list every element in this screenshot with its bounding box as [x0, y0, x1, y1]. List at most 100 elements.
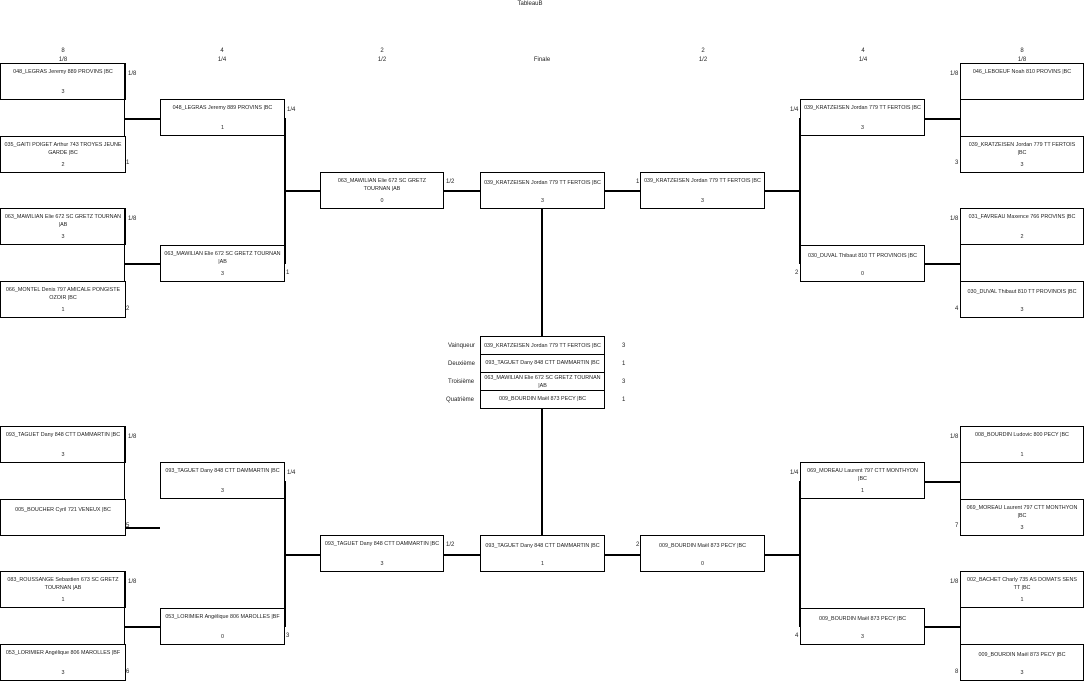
match-slot: 093_TAGUET Dany 848 CTT DAMMARTIN |BC 3	[160, 462, 285, 499]
player-name: 053_LORIMIER Angélique 806 MAROLLES |BF	[165, 614, 280, 620]
score: 2	[61, 162, 65, 168]
score: 1	[61, 597, 65, 603]
round-header-label: Finale	[533, 57, 551, 63]
player-name: 039_KRATZEISEN Jordan 779 TT FERTOIS |BC	[804, 105, 921, 111]
round-label: 1/2	[446, 179, 455, 185]
match-slot: 030_DUVAL Thibaut 810 TT PROVINOIS |BC 0	[800, 245, 925, 282]
result-name: 009_BOURDIN Maël 873 PECY |BC	[480, 391, 605, 409]
score: 0	[380, 198, 384, 204]
match-slot: 031_FAVREAU Maxence 766 PROVINS |BC 2	[960, 208, 1084, 245]
player-name: 009_BOURDIN Maël 873 PECY |BC	[659, 543, 746, 549]
round-label: 1/8	[128, 71, 137, 77]
round-label: 1/8	[950, 434, 959, 440]
seed-label: 1	[636, 179, 640, 185]
player-name: 069_MOREAU Laurent 797 CTT MONTHYON |BC	[807, 468, 918, 482]
player-name: 035_GAITI POIGET Arthur 743 TROYES JEUNE…	[4, 142, 122, 156]
match-slot: 053_LORIMIER Angélique 806 MAROLLES |BF …	[0, 644, 126, 681]
score: 3	[861, 125, 864, 131]
result-place: Troisième	[448, 379, 475, 385]
seed-label: 3	[955, 160, 959, 166]
match-slot: 002_BACHET Charly 735 AS DOMATS SENS TT …	[960, 571, 1084, 608]
seed-label: 2	[636, 542, 640, 548]
score: 3	[701, 198, 704, 204]
player-name: 030_DUVAL Thibaut 810 TT PROVINOIS |BC	[808, 253, 917, 259]
round-header-count: 8	[1020, 48, 1024, 54]
round-header-label: 1/4	[217, 57, 227, 63]
match-slot: 039_KRATZEISEN Jordan 779 TT FERTOIS |BC…	[640, 172, 765, 209]
player-name: 008_BOURDIN Ludovic 800 PECY |BC	[975, 432, 1069, 438]
round-label: 1/8	[950, 71, 959, 77]
match-slot: 009_BOURDIN Maël 873 PECY |BC 3	[800, 608, 925, 645]
match-slot: 048_LEGRAS Jeremy 889 PROVINS |BC 1	[160, 99, 285, 136]
match-slot: 048_LEGRAS Jeremy 889 PROVINS |BC 3	[0, 63, 126, 100]
result-place: Quatrième	[446, 397, 475, 403]
result-place: Vainqueur	[448, 343, 475, 349]
result-name: 093_TAGUET Dany 848 CTT DAMMARTIN |BC	[480, 355, 605, 373]
round-label: 1/8	[950, 579, 959, 585]
score: 3	[1020, 162, 1024, 168]
match-slot: 039_KRATZEISEN Jordan 779 TT FERTOIS |BC…	[480, 172, 605, 209]
score: 3	[1020, 307, 1024, 313]
score: 0	[221, 634, 224, 640]
match-slot: 063_MAWILIAN Elie 672 SC GRETZ TOURNAN |…	[160, 245, 285, 282]
player-name: 093_TAGUET Dany 848 CTT DAMMARTIN |BC	[324, 541, 440, 547]
page-title: TableauB	[517, 1, 543, 7]
player-name: 048_LEGRAS Jeremy 889 PROVINS |BC	[172, 105, 273, 111]
match-slot: 046_LEBOEUF Noah 810 PROVINS |BC	[960, 63, 1084, 100]
round-label: 1/8	[128, 434, 137, 440]
round-header-count: 2	[380, 48, 384, 54]
match-slot: 009_BOURDIN Maël 873 PECY |BC 0	[640, 535, 765, 572]
score: 2	[1020, 234, 1024, 240]
player-name: 093_TAGUET Dany 848 CTT DAMMARTIN |BC	[5, 432, 121, 438]
score: 3	[61, 670, 65, 676]
seed-label: 3	[286, 633, 290, 639]
match-slot: 039_KRATZEISEN Jordan 779 TT FERTOIS |BC…	[960, 136, 1084, 173]
match-slot: 093_TAGUET Dany 848 CTT DAMMARTIN |BC 3	[320, 535, 444, 572]
score: 3	[1020, 525, 1024, 531]
match-slot: 066_MONTEL Denis 797 AMICALE PONGISTE OZ…	[0, 281, 126, 318]
result-score: 3	[622, 379, 626, 385]
score: 1	[61, 307, 65, 313]
result-name: 063_MAWILIAN Elie 672 SC GRETZ TOURNAN |…	[480, 373, 605, 391]
match-slot: 083_ROUSSANGE Sebastien 673 SC GRETZ TOU…	[0, 571, 126, 608]
match-slot: 069_MOREAU Laurent 797 CTT MONTHYON |BC …	[960, 499, 1084, 536]
player-name: 053_LORIMIER Angélique 806 MAROLLES |BF	[5, 650, 121, 656]
seed-label: 7	[955, 523, 959, 529]
match-slot: 005_BOUCHER Cyril 721 VENEUX |BC	[0, 499, 126, 536]
match-slot: 093_TAGUET Dany 848 CTT DAMMARTIN |BC 1	[480, 535, 605, 572]
player-name: 069_MOREAU Laurent 797 CTT MONTHYON |BC	[966, 505, 1078, 519]
player-name: 048_LEGRAS Jeremy 889 PROVINS |BC	[13, 69, 113, 75]
round-header-count: 4	[220, 48, 224, 54]
round-label: 1/2	[446, 542, 455, 548]
seed-label: 1	[286, 270, 290, 276]
seed-label: 5	[126, 523, 130, 529]
player-name: 093_TAGUET Dany 848 CTT DAMMARTIN |BC	[485, 543, 600, 549]
seed-label: 6	[126, 669, 130, 675]
round-header-label: 1/4	[858, 57, 868, 63]
result-score: 1	[622, 397, 626, 403]
seed-label: 4	[795, 633, 799, 639]
round-label: 1/4	[287, 107, 296, 113]
player-name: 063_MAWILIAN Elie 672 SC GRETZ TOURNAN |…	[337, 178, 427, 192]
result-name: 039_KRATZEISEN Jordan 779 TT FERTOIS |BC	[480, 336, 605, 355]
score: 3	[1020, 670, 1024, 676]
result-place: Deuxième	[448, 361, 476, 367]
player-name: 083_ROUSSANGE Sebastien 673 SC GRETZ TOU…	[7, 577, 119, 591]
round-header-count: 2	[701, 48, 705, 54]
player-name: 009_BOURDIN Maël 873 PECY |BC	[819, 616, 906, 622]
score: 3	[541, 198, 544, 204]
player-name: 005_BOUCHER Cyril 721 VENEUX |BC	[15, 507, 111, 513]
player-name: 030_DUVAL Thibaut 810 TT PROVINOIS |BC	[967, 289, 1077, 295]
score: 3	[61, 89, 65, 95]
match-slot: 063_MAWILIAN Elie 672 SC GRETZ TOURNAN |…	[0, 208, 126, 245]
score: 1	[1020, 597, 1024, 603]
player-name: 039_KRATZEISEN Jordan 779 TT FERTOIS |BC	[644, 178, 761, 184]
match-slot: 053_LORIMIER Angélique 806 MAROLLES |BF …	[160, 608, 285, 645]
player-name: 031_FAVREAU Maxence 766 PROVINS |BC	[968, 214, 1076, 220]
score: 3	[861, 634, 864, 640]
player-name: 002_BACHET Charly 735 AS DOMATS SENS TT …	[966, 577, 1078, 591]
score: 1	[221, 125, 224, 131]
result-score: 3	[622, 343, 626, 349]
round-label: 1/4	[287, 470, 296, 476]
seed-label: 8	[955, 669, 959, 675]
